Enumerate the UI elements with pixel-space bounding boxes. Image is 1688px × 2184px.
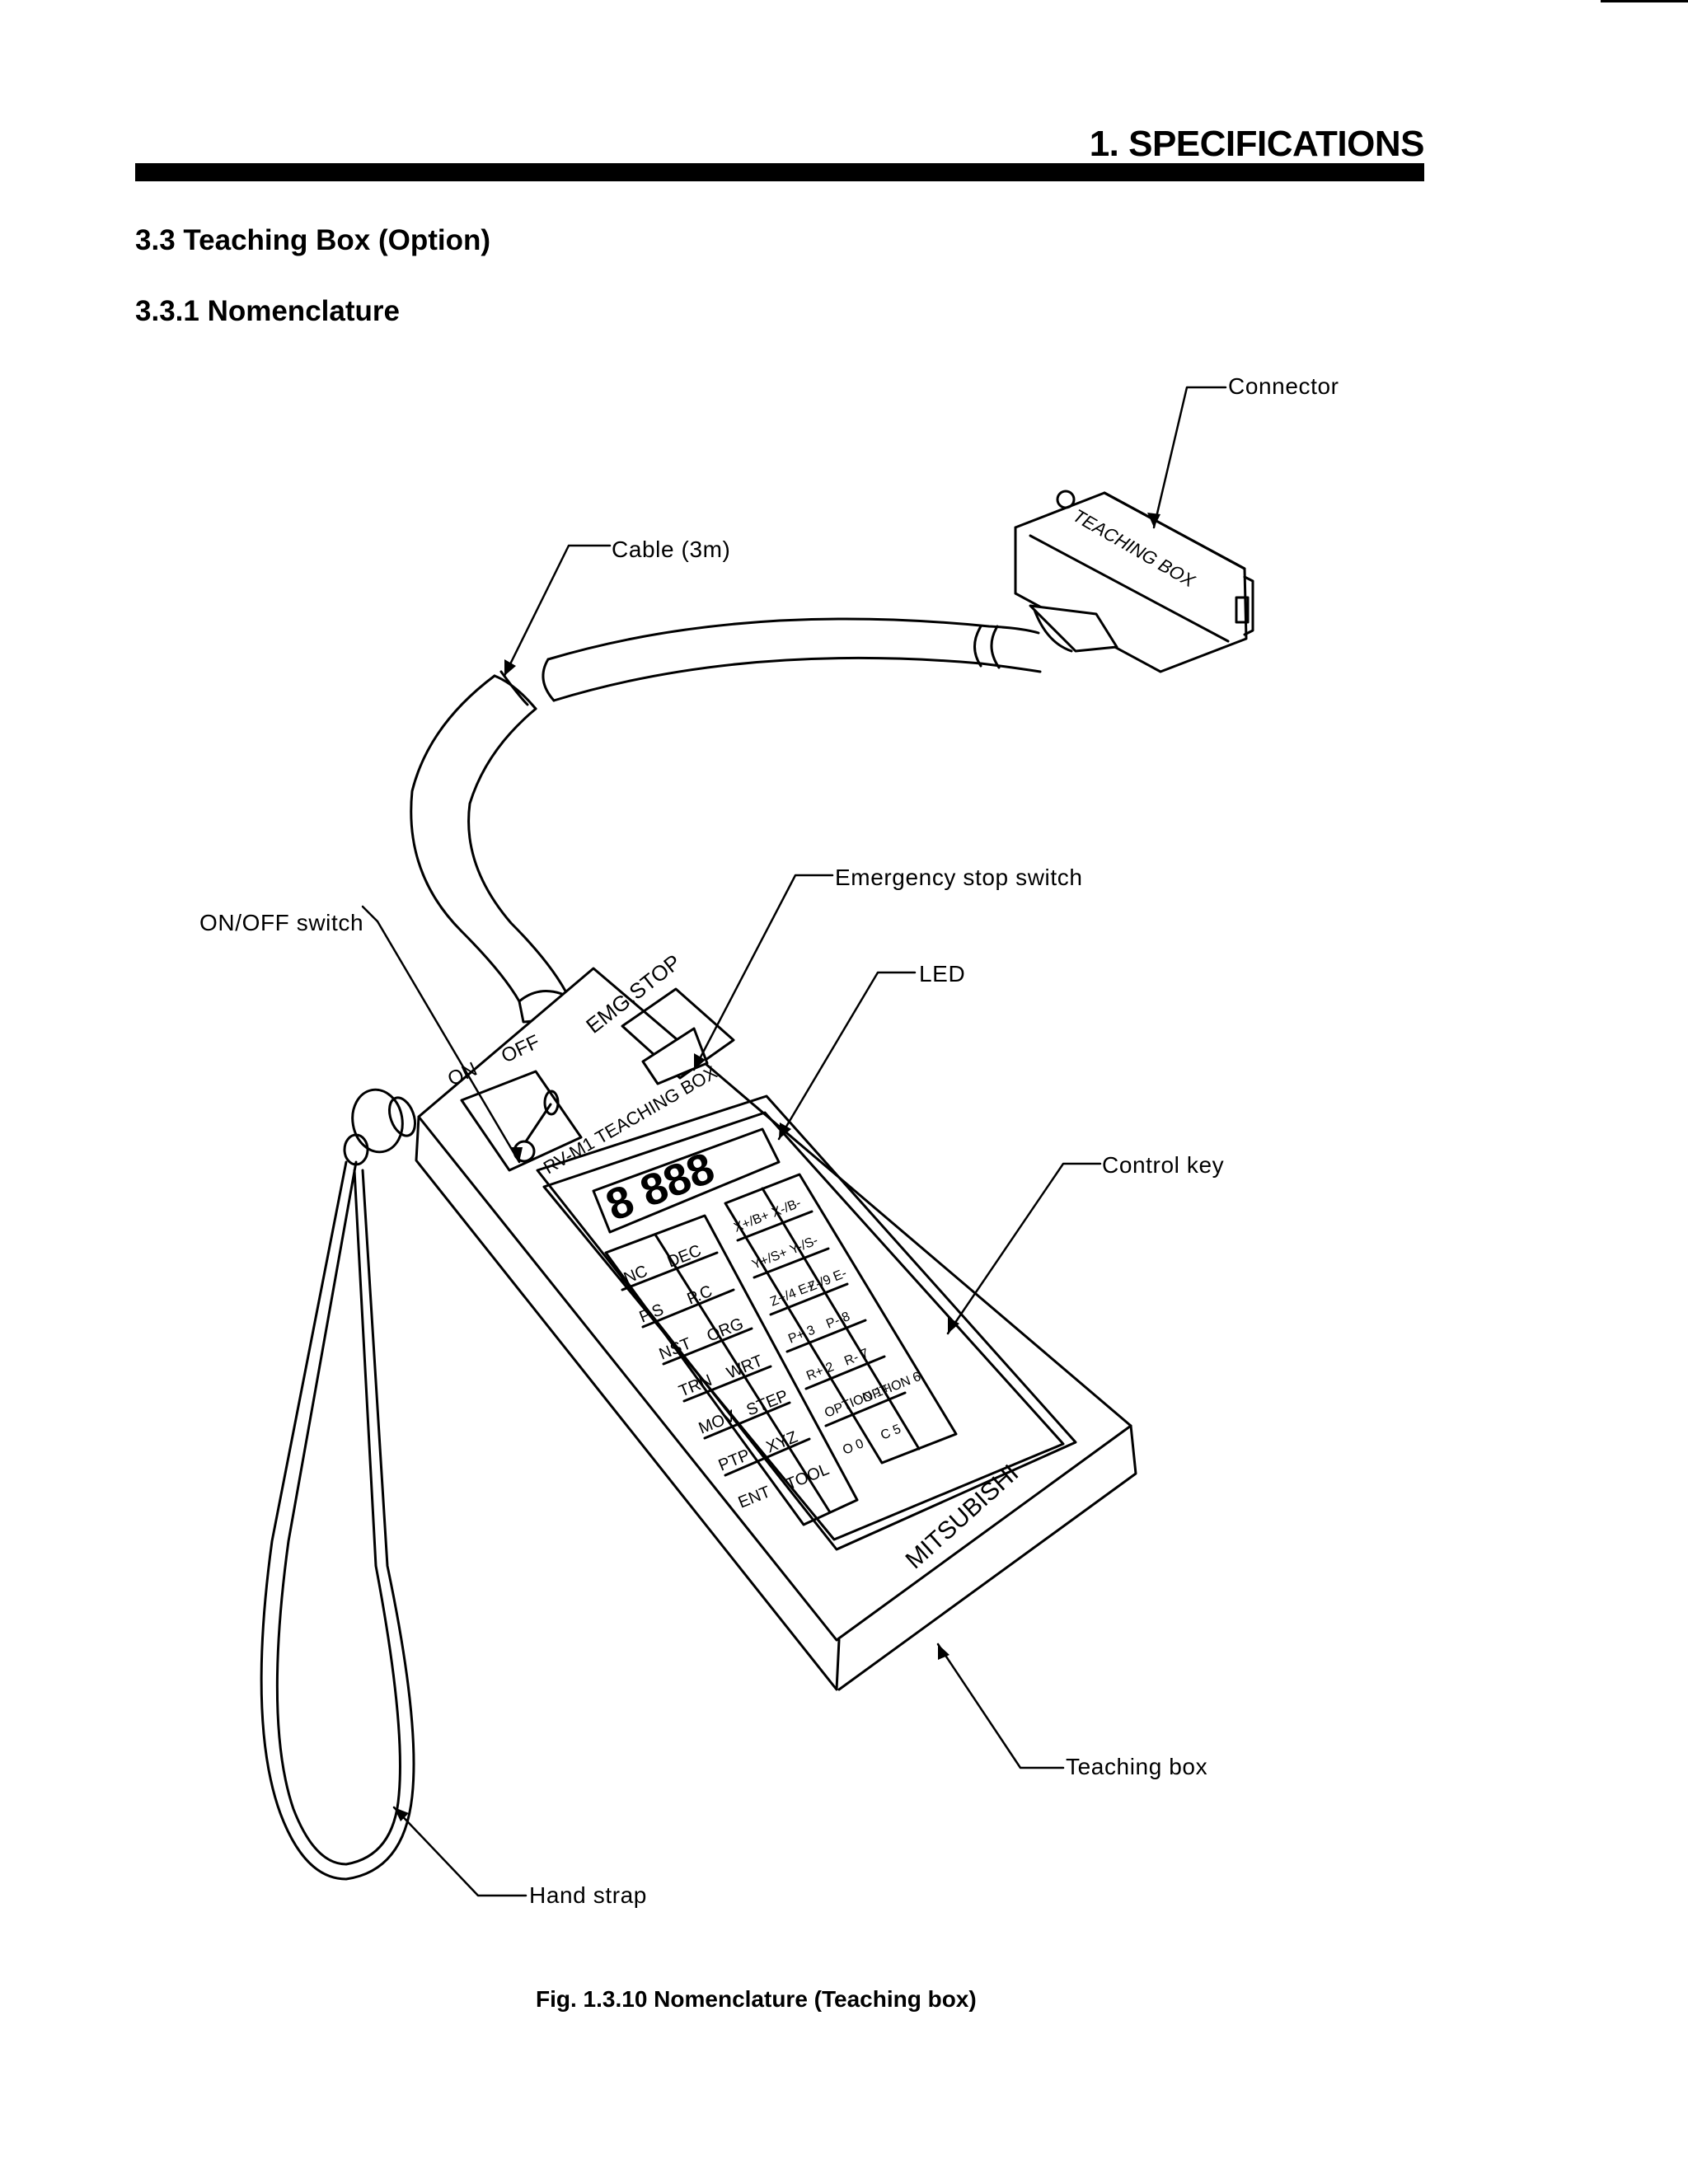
teaching-box-drawing xyxy=(387,967,1137,1691)
figure-caption: Fig. 1.3.10 Nomenclature (Teaching box) xyxy=(536,1986,977,2012)
corner-mark xyxy=(1601,0,1688,2)
section-title: 3.3 Teaching Box (Option) xyxy=(135,224,491,256)
leader-lines xyxy=(361,386,1227,1897)
subsection-title: 3.3.1 Nomenclature xyxy=(135,295,400,327)
callout-connector: Connector xyxy=(1228,373,1339,399)
callout-cable: Cable (3m) xyxy=(612,537,731,562)
hand-strap-drawing xyxy=(260,1088,415,1881)
header-rule xyxy=(135,163,1424,181)
callout-teaching-box: Teaching box xyxy=(1066,1754,1208,1779)
callout-emergency-stop: Emergency stop switch xyxy=(835,865,1083,890)
chapter-header: 1. SPECIFICATIONS xyxy=(1089,124,1425,164)
callout-led: LED xyxy=(919,961,966,987)
callout-on-off: ON/OFF switch xyxy=(199,910,364,935)
callout-hand-strap: Hand strap xyxy=(529,1882,647,1908)
callout-control-key: Control key xyxy=(1102,1152,1225,1178)
connector-drawing xyxy=(1014,490,1254,673)
